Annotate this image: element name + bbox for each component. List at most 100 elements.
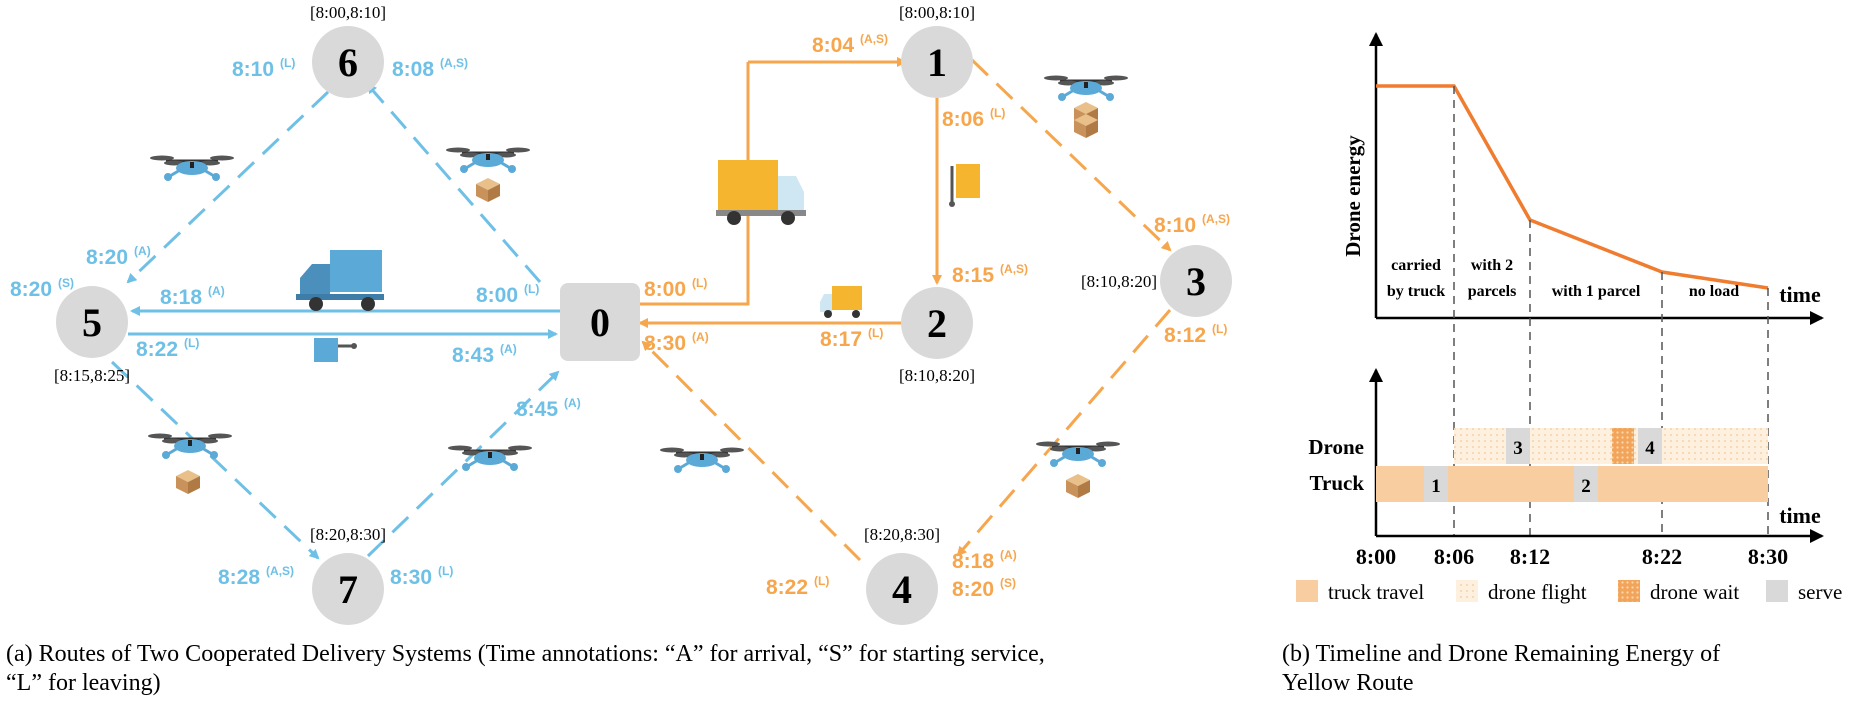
- edge-6-5: [126, 90, 330, 284]
- serve-number: 1: [1431, 476, 1441, 497]
- drone-with-parcel-icon: [1042, 74, 1130, 138]
- time-window: [8:00,8:10]: [310, 3, 386, 22]
- legend-swatch-truck-travel: [1296, 580, 1318, 602]
- tick-label: 8:12: [1510, 544, 1550, 569]
- time-label: 8:30(L): [390, 564, 453, 589]
- serve-block: [1638, 428, 1662, 464]
- node-label: 6: [338, 40, 358, 85]
- time-label: 8:17(L): [820, 326, 883, 351]
- serve-number: 2: [1581, 476, 1591, 497]
- time-window: [8:00,8:10]: [899, 3, 975, 22]
- truck-icon: [296, 250, 384, 311]
- caption-a-line: “L” for leaving): [6, 670, 161, 696]
- tick-label: 8:06: [1434, 544, 1474, 569]
- blue-route: [110, 83, 560, 560]
- drone-flight-bar: [1454, 428, 1768, 464]
- gantt-chart: time Drone Truck 1 3 2 4 8:00 8:06 8:12 …: [1308, 368, 1824, 569]
- time-window: [8:20,8:30]: [864, 525, 940, 544]
- legend-label: drone flight: [1488, 580, 1587, 604]
- time-label: 8:15(A,S): [952, 262, 1028, 287]
- row-label-drone: Drone: [1308, 435, 1364, 459]
- drone-icon: [658, 446, 746, 475]
- legend-label: truck travel: [1328, 580, 1424, 604]
- node-5: 5 [8:15,8:25]: [54, 286, 130, 385]
- edge-4-0: [641, 340, 862, 562]
- timeline-guides: [1453, 86, 1769, 536]
- edge-0-6: [366, 83, 542, 283]
- time-label: 8:45(A): [516, 396, 581, 421]
- node-label: 2: [927, 301, 947, 346]
- time-label: 8:00(L): [476, 282, 539, 307]
- time-window: [8:20,8:30]: [310, 525, 386, 544]
- time-annotations: 8:10(L) 8:08(A,S) 8:20(A) 8:20(S) 8:18(A…: [10, 32, 1230, 601]
- time-label: 8:22(L): [766, 574, 829, 599]
- drone-icon: [446, 444, 534, 473]
- edge-3-4: [956, 309, 1172, 557]
- gantt-legend: truck travel drone flight drone wait ser…: [1296, 580, 1842, 604]
- node-2: 2 [8:10,8:20]: [899, 287, 975, 385]
- edge-5-7: [110, 360, 320, 560]
- time-label: 8:43(A): [452, 342, 517, 367]
- truck-icon: [716, 160, 806, 225]
- time-label: 8:10(A,S): [1154, 212, 1230, 237]
- edge-0-1-truck: [640, 62, 750, 306]
- node-label: 1: [927, 40, 947, 85]
- time-window: [8:10,8:20]: [899, 366, 975, 385]
- node-4: 4 [8:20,8:30]: [864, 525, 940, 625]
- truck-icon: [949, 164, 980, 207]
- node-label: 5: [82, 300, 102, 345]
- time-label: 8:30(A): [644, 330, 709, 355]
- node-label: 4: [892, 567, 912, 612]
- caption-a: (a) Routes of Two Cooperated Delivery Sy…: [6, 640, 1268, 698]
- time-label: 8:00(L): [644, 276, 707, 301]
- segment-label: with 2: [1471, 257, 1513, 274]
- legend-swatch-drone-flight: [1456, 580, 1478, 602]
- caption-a-line: (a) Routes of Two Cooperated Delivery Sy…: [6, 641, 1045, 667]
- time-label: 8:08(A,S): [392, 56, 468, 81]
- time-label: 8:04(A,S): [812, 32, 888, 57]
- time-label: 8:20(S): [10, 276, 74, 301]
- node-7: 7 [8:20,8:30]: [310, 525, 386, 625]
- energy-axis-label: Drone energy: [1341, 135, 1365, 257]
- energy-time-label: time: [1779, 282, 1821, 307]
- tick-label: 8:00: [1356, 544, 1396, 569]
- drone-with-parcel-icon: [444, 146, 532, 202]
- legend-swatch-serve: [1766, 580, 1788, 602]
- row-label-truck: Truck: [1310, 471, 1365, 495]
- truck-icon: [314, 338, 357, 362]
- serve-number: 4: [1645, 438, 1655, 459]
- segment-label: by truck: [1387, 283, 1445, 300]
- time-label: 8:22(L): [136, 336, 199, 361]
- serve-block: [1506, 428, 1530, 464]
- time-label: 8:20(S): [952, 576, 1016, 601]
- segment-label: parcels: [1468, 283, 1517, 300]
- segment-label: with 1 parcel: [1552, 283, 1641, 300]
- serve-number: 3: [1513, 438, 1523, 459]
- drone-wait-bar: [1612, 428, 1634, 464]
- tick-label: 8:22: [1642, 544, 1682, 569]
- node-1: 1 [8:00,8:10]: [899, 3, 975, 98]
- node-0: 0: [560, 283, 640, 361]
- segment-label: no load: [1689, 283, 1739, 300]
- caption-b-line: (b) Timeline and Drone Remaining Energy …: [1282, 641, 1721, 667]
- time-label: 8:18(A): [160, 284, 225, 309]
- legend-swatch-drone-wait: [1618, 580, 1640, 602]
- time-window: [8:10,8:20]: [1081, 272, 1157, 291]
- drone-icon: [148, 154, 236, 183]
- edge-7-0: [366, 370, 560, 558]
- gantt-time-label: time: [1779, 503, 1821, 528]
- orange-route: [638, 57, 1172, 562]
- node-6: 6 [8:00,8:10]: [310, 3, 386, 98]
- time-label: 8:28(A,S): [218, 564, 294, 589]
- tick-label: 8:30: [1748, 544, 1788, 569]
- time-label: 8:18(A): [952, 548, 1017, 573]
- time-label: 8:10(L): [232, 56, 295, 81]
- legend-label: drone wait: [1650, 580, 1739, 604]
- time-label: 8:06(L): [942, 106, 1005, 131]
- serve-block: [1424, 466, 1448, 502]
- legend-label: serve: [1798, 580, 1842, 604]
- caption-b-line: Yellow Route: [1282, 670, 1414, 696]
- truck-icon: [820, 286, 862, 318]
- edge-1-3: [970, 58, 1172, 252]
